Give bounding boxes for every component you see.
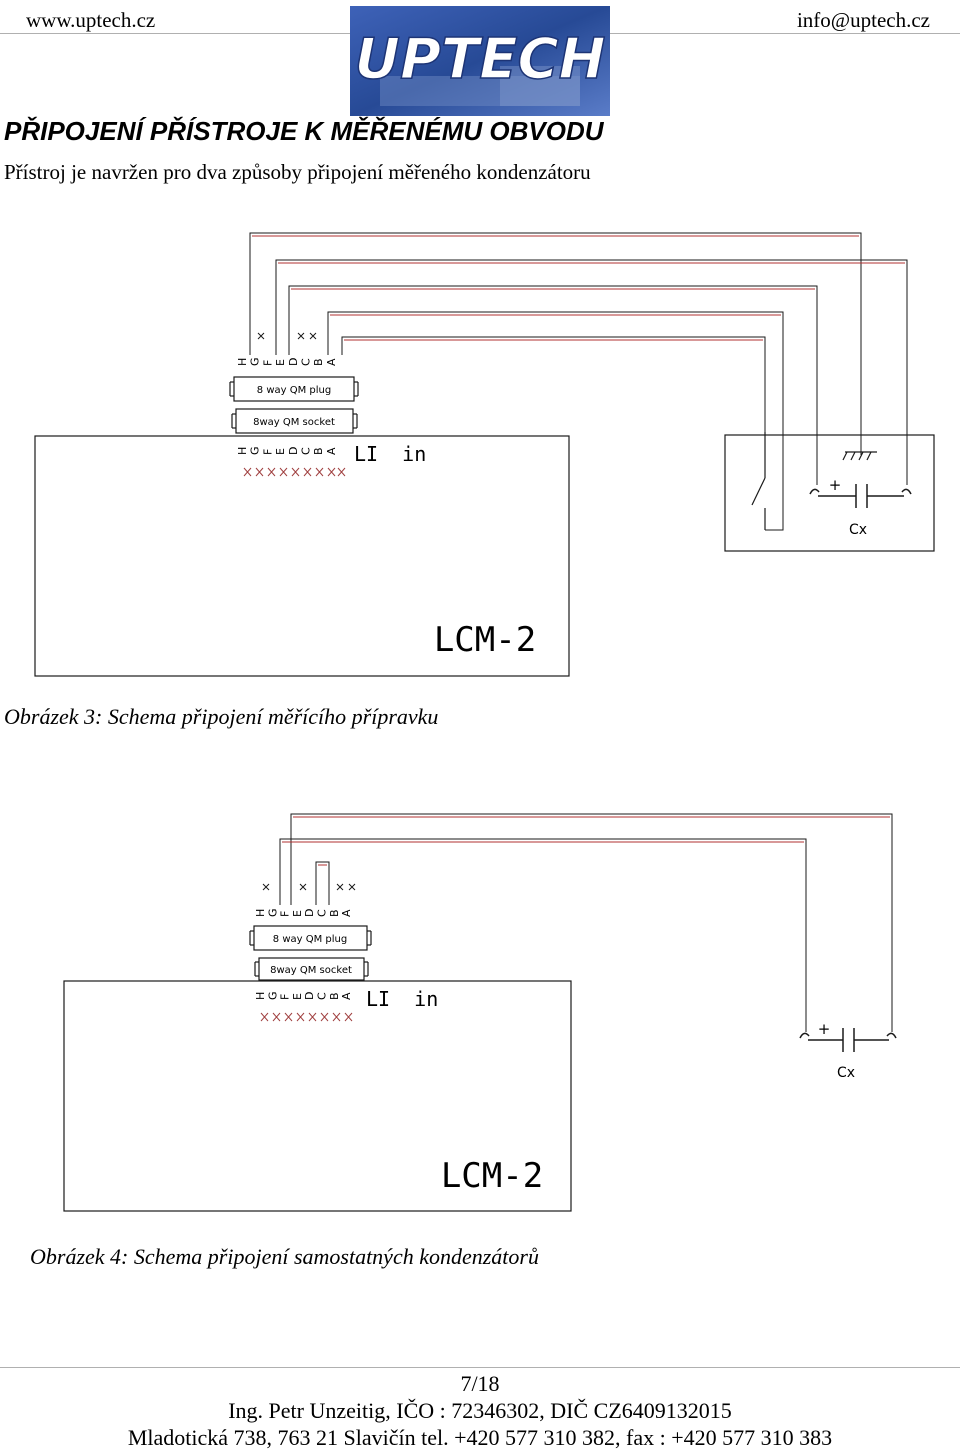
plug-fig4	[253, 925, 368, 951]
wire-g-fig4	[279, 838, 807, 1032]
fig4-bottom-pin-a: A	[340, 992, 353, 1000]
fig4-top-pin-g: G	[266, 908, 279, 917]
cap-plus-fig4: +	[818, 1020, 831, 1038]
fig4-top-pin-c: C	[316, 909, 329, 917]
fig3-bottom-pin-f: F	[261, 449, 274, 455]
fig3-top-pin-d: D	[287, 358, 300, 366]
fig4-top-pin-a: A	[340, 909, 353, 917]
fig3-bottom-pin-g: G	[249, 446, 262, 455]
fig4-top-pin-d: D	[303, 909, 316, 917]
fig4-bottom-pin-g: G	[266, 991, 279, 1000]
li-in-label-fig4: LI in	[366, 987, 438, 1011]
jig-box-fig3	[724, 434, 935, 552]
wire-loop-fig4	[315, 861, 330, 905]
wire-a-fig3	[341, 336, 766, 432]
lcm2-box-fig4	[63, 980, 572, 1212]
fig4-bottom-pin-d: D	[303, 992, 316, 1000]
device-label-fig3: LCM-2	[434, 620, 536, 660]
capacitor-fig3	[809, 484, 912, 508]
fig3-bottom-pin-h: H	[236, 447, 249, 455]
page-heading: PŘIPOJENÍ PŘÍSTROJE K MĚŘENÉMU OBVODU	[4, 116, 604, 146]
switch-fig3	[751, 432, 766, 530]
footer-company: Ing. Petr Unzeitig, IČO : 72346302, DIČ …	[228, 1398, 732, 1423]
intro-text: Přístroj je navržen pro dva způsoby přip…	[4, 160, 591, 184]
socket-label-fig3: 8way QM socket	[253, 417, 335, 428]
lcm2-box-fig3	[34, 435, 570, 677]
fig3-top-pin-g: G	[249, 357, 262, 366]
plug-label-fig4: 8 way QM plug	[273, 934, 347, 945]
device-label-fig4: LCM-2	[441, 1156, 543, 1196]
fig4-top-pin-h: H	[254, 909, 267, 917]
wire-b-fig3	[327, 311, 784, 531]
cap-label-fig3: Cx	[849, 522, 867, 538]
socket-fig4	[258, 957, 365, 981]
fig4-top-pin-b: B	[328, 909, 341, 917]
fig3-top-pin-a: A	[325, 358, 338, 366]
socket-label-fig4: 8way QM socket	[270, 965, 352, 976]
fig3-bottom-pin-b: B	[312, 447, 325, 455]
fig4-top-pin-f: F	[279, 911, 292, 917]
fig4-bottom-pin-f: F	[279, 994, 292, 1000]
fig3-bottom-pin-a: A	[325, 447, 338, 455]
li-in-label-fig3: LI in	[354, 442, 426, 466]
wire-e-fig3	[288, 285, 818, 485]
plug-fig3	[233, 376, 355, 402]
footer-rule	[0, 1367, 960, 1368]
figure-4-caption: Obrázek 4: Schema připojení samostatných…	[30, 1244, 539, 1269]
wire-f-fig4	[290, 813, 893, 1032]
cap-label-fig4: Cx	[837, 1065, 855, 1081]
fig3-top-pin-h: H	[236, 358, 249, 366]
fig4-top-pin-e: E	[291, 910, 304, 917]
fig3-bottom-pin-e: E	[274, 448, 287, 455]
fig4-bottom-pin-h: H	[254, 992, 267, 1000]
fig3-bottom-pin-c: C	[300, 447, 313, 455]
socket-fig3	[235, 408, 354, 434]
footer-address: Mladotická 738, 763 21 Slavičín tel. +42…	[127, 1425, 833, 1450]
cap-plus-fig3: +	[829, 476, 842, 494]
wire-g-fig3	[275, 259, 908, 485]
page-number: 7/18	[460, 1371, 500, 1396]
fig4-bottom-pin-c: C	[316, 992, 329, 1000]
figure-3-caption: Obrázek 3: Schema připojení měřícího pří…	[4, 704, 439, 729]
header-email: info@uptech.cz	[796, 8, 930, 32]
fig3-top-pin-c: C	[300, 358, 313, 366]
plug-label-fig3: 8 way QM plug	[257, 385, 331, 396]
uptech-logo: UPTECH	[350, 6, 610, 116]
capacitor-fig4	[799, 1028, 897, 1052]
ground-symbol-fig3	[842, 451, 877, 461]
fig3-top-pin-e: E	[274, 359, 287, 366]
fig4-bottom-pin-e: E	[291, 993, 304, 1000]
fig4-bottom-pin-b: B	[328, 992, 341, 1000]
logo-text: UPTECH	[355, 27, 606, 92]
fig3-top-pin-f: F	[261, 360, 274, 366]
fig3-top-pin-b: B	[312, 358, 325, 366]
header-website: www.uptech.cz	[26, 8, 156, 32]
wire-h-fig3	[249, 232, 862, 455]
fig3-bottom-pin-d: D	[287, 447, 300, 455]
